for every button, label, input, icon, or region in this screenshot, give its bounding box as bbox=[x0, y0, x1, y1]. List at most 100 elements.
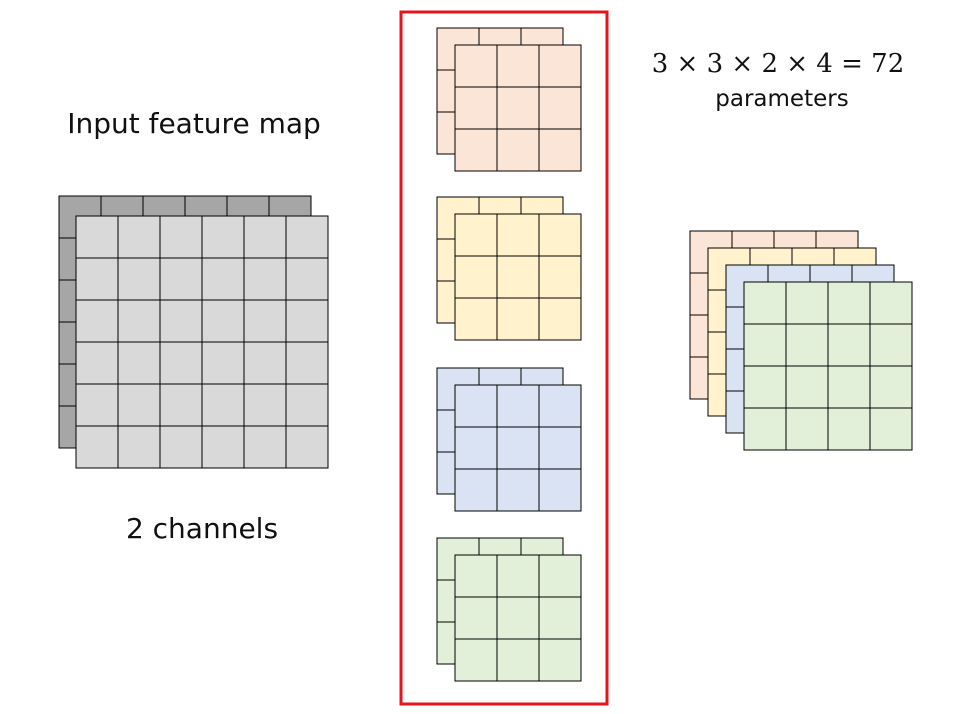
grid-cell bbox=[538, 297, 582, 341]
grid-cell bbox=[454, 128, 498, 172]
grid-cell bbox=[827, 365, 871, 409]
grid-cell bbox=[785, 365, 829, 409]
grid-cell bbox=[285, 299, 329, 343]
grid-cell bbox=[75, 341, 119, 385]
grid-cell bbox=[496, 44, 540, 88]
grid-cell bbox=[538, 44, 582, 88]
grid-cell bbox=[75, 383, 119, 427]
grid-cell bbox=[496, 86, 540, 130]
grid-cell bbox=[454, 596, 498, 640]
grid-cell bbox=[785, 407, 829, 451]
grid-cell bbox=[454, 384, 498, 428]
input-channel-front bbox=[75, 215, 329, 469]
grid-cell bbox=[538, 255, 582, 299]
grid-cell bbox=[743, 407, 787, 451]
grid-cell bbox=[117, 299, 161, 343]
grid-cell bbox=[454, 297, 498, 341]
grid-cell bbox=[538, 384, 582, 428]
grid-cell bbox=[496, 255, 540, 299]
grid-cell bbox=[75, 299, 119, 343]
grid-cell bbox=[285, 341, 329, 385]
kernel-4 bbox=[436, 537, 582, 682]
grid-cell bbox=[496, 297, 540, 341]
grid-cell bbox=[75, 425, 119, 469]
kernel-front-grid bbox=[454, 554, 582, 682]
grid-cell bbox=[159, 341, 203, 385]
input-feature-map bbox=[58, 195, 329, 469]
grid-cell bbox=[827, 407, 871, 451]
grid-cell bbox=[496, 128, 540, 172]
grid-cell bbox=[75, 257, 119, 301]
grid-cell bbox=[201, 299, 245, 343]
grid-cell bbox=[538, 468, 582, 512]
kernel-front-grid bbox=[454, 384, 582, 512]
kernel-front-grid bbox=[454, 44, 582, 172]
grid-cell bbox=[538, 128, 582, 172]
grid-cell bbox=[117, 215, 161, 259]
grid-cell bbox=[243, 341, 287, 385]
grid-cell bbox=[454, 255, 498, 299]
grid-cell bbox=[159, 383, 203, 427]
grid-cell bbox=[827, 281, 871, 325]
grid-cell bbox=[743, 281, 787, 325]
grid-cell bbox=[496, 213, 540, 257]
grid-cell bbox=[785, 323, 829, 367]
kernel-front-grid bbox=[454, 213, 582, 341]
grid-cell bbox=[117, 257, 161, 301]
grid-cell bbox=[538, 86, 582, 130]
grid-cell bbox=[496, 426, 540, 470]
grid-cell bbox=[454, 86, 498, 130]
grid-cell bbox=[454, 44, 498, 88]
grid-cell bbox=[869, 281, 913, 325]
grid-cell bbox=[538, 554, 582, 598]
grid-cell bbox=[869, 323, 913, 367]
grid-cell bbox=[243, 257, 287, 301]
grid-cell bbox=[538, 426, 582, 470]
grid-cell bbox=[538, 213, 582, 257]
grid-cell bbox=[869, 365, 913, 409]
grid-cell bbox=[538, 596, 582, 640]
grid-cell bbox=[785, 281, 829, 325]
grid-cell bbox=[454, 426, 498, 470]
grid-cell bbox=[869, 407, 913, 451]
formula-label: 3 × 3 × 2 × 4 = 72 bbox=[652, 49, 905, 79]
kernel-stack-column bbox=[436, 27, 582, 682]
kernel-3 bbox=[436, 367, 582, 512]
grid-cell bbox=[159, 425, 203, 469]
grid-cell bbox=[201, 425, 245, 469]
grid-cell bbox=[117, 383, 161, 427]
output-layer-4 bbox=[743, 281, 913, 451]
grid-cell bbox=[538, 638, 582, 682]
grid-cell bbox=[496, 638, 540, 682]
grid-cell bbox=[117, 341, 161, 385]
grid-cell bbox=[243, 215, 287, 259]
grid-cell bbox=[285, 425, 329, 469]
kernel-2 bbox=[436, 196, 582, 341]
grid-cell bbox=[243, 383, 287, 427]
grid-cell bbox=[75, 215, 119, 259]
input-front-grid bbox=[75, 215, 329, 469]
grid-cell bbox=[496, 554, 540, 598]
grid-cell bbox=[159, 215, 203, 259]
grid-cell bbox=[159, 257, 203, 301]
grid-cell bbox=[201, 341, 245, 385]
grid-cell bbox=[743, 365, 787, 409]
output-feature-map bbox=[689, 230, 913, 451]
grid-cell bbox=[454, 554, 498, 598]
grid-cell bbox=[454, 213, 498, 257]
kernel-1 bbox=[436, 27, 582, 172]
parameters-label: parameters bbox=[715, 86, 848, 112]
grid-cell bbox=[454, 468, 498, 512]
grid-cell bbox=[496, 384, 540, 428]
input-title-label: Input feature map bbox=[67, 107, 321, 140]
grid-cell bbox=[827, 323, 871, 367]
grid-cell bbox=[496, 468, 540, 512]
channels-label: 2 channels bbox=[126, 512, 278, 545]
grid-cell bbox=[201, 215, 245, 259]
grid-cell bbox=[496, 596, 540, 640]
grid-cell bbox=[285, 215, 329, 259]
grid-cell bbox=[117, 425, 161, 469]
grid-cell bbox=[454, 638, 498, 682]
grid-cell bbox=[201, 383, 245, 427]
